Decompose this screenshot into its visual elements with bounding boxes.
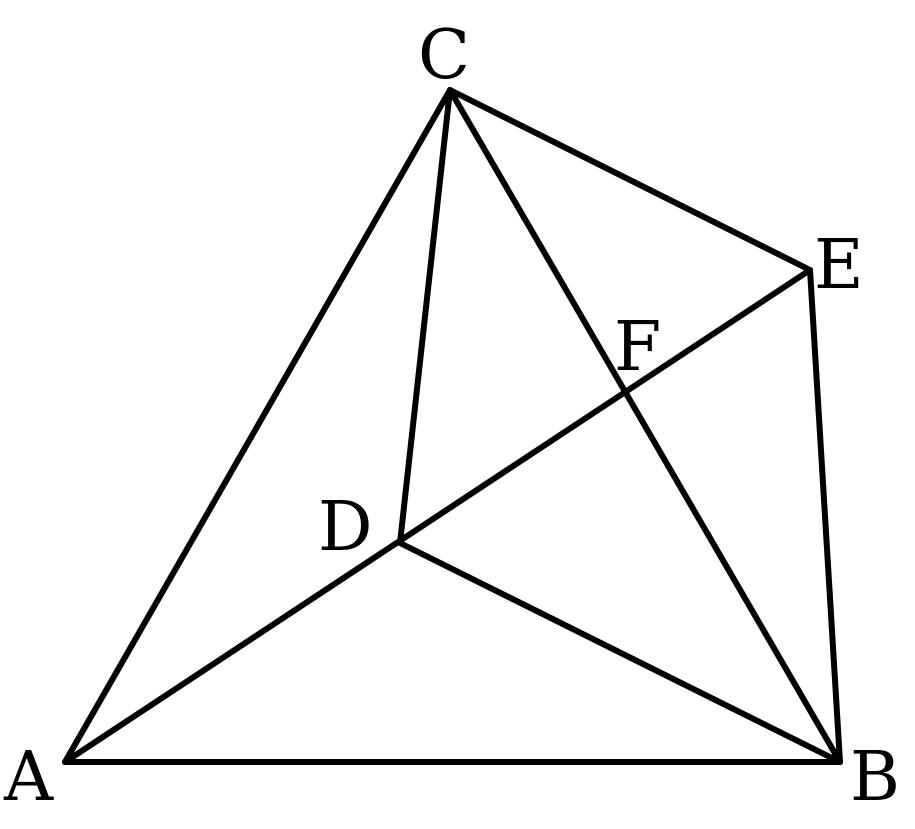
segment-CD [397, 87, 453, 546]
label-B: B [850, 738, 900, 817]
segment-DB [397, 540, 843, 765]
segment-CE [447, 87, 813, 273]
label-F: F [614, 308, 661, 387]
label-E: E [814, 226, 864, 305]
segment-AC [62, 87, 453, 765]
label-C: C [418, 16, 470, 95]
label-A: A [3, 738, 54, 817]
segment-CB [447, 87, 843, 765]
segment-EB [807, 267, 843, 765]
label-D: D [318, 488, 373, 567]
segment-AE [62, 267, 813, 765]
